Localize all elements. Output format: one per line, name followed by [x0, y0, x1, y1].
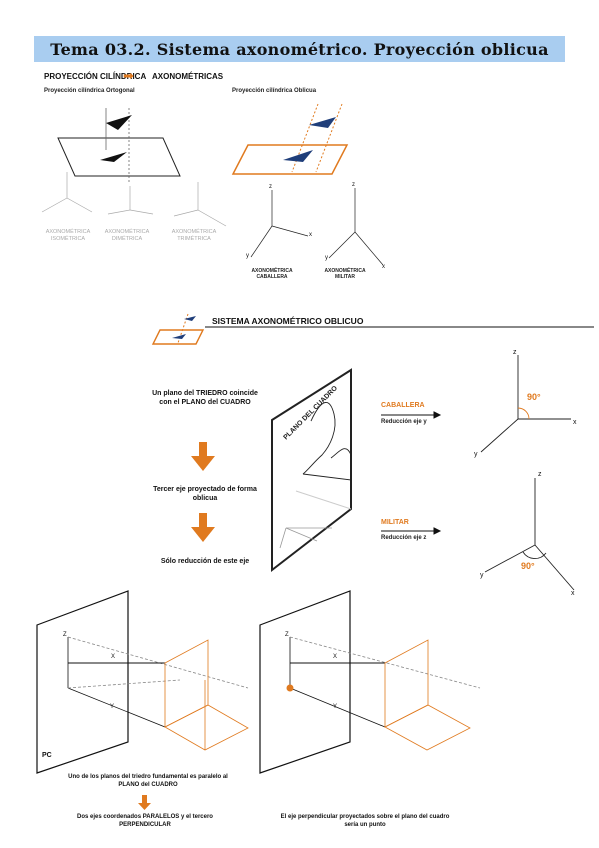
axis-label: y	[480, 572, 484, 579]
tri-label: AXONOMÉTRICA TRIMÉTRICA	[171, 229, 217, 242]
militar-axo-label: AXONOMÉTRICA MILITAR	[324, 268, 366, 280]
plano-cuadro-text: PLANO DEL CUADRO	[282, 384, 339, 441]
axis-label: x	[573, 419, 577, 426]
cilindrica-label: PROYECCIÓN CILÍNDRICA	[44, 72, 147, 81]
oblicua-plane	[231, 144, 349, 175]
ortogonal-diagram	[57, 108, 181, 182]
militar-axes-large	[484, 478, 575, 591]
axis-label: Y	[333, 704, 338, 710]
axis-label: x	[309, 232, 312, 238]
oblicua-label: Proyección cilíndrica Oblicua	[232, 88, 317, 94]
caballera-axo-label: AXONOMÉTRICA CABALLERA	[251, 268, 293, 280]
plano-cuadro-diagram	[271, 368, 352, 573]
axis-label: z	[269, 184, 272, 190]
caballera-title: CABALLERA	[381, 402, 425, 409]
step-2-text: Tercer eje proyectado de forma oblicua	[153, 486, 257, 503]
axis-label: Z	[285, 632, 289, 638]
bottom-left-diagram	[36, 590, 249, 774]
page-title: Tema 03.2. Sistema axonométrico. Proyecc…	[50, 39, 549, 59]
axis-label: Y	[110, 704, 115, 710]
angle-90-caballera: 90°	[527, 392, 541, 402]
note-1: Uno de los planos del triedro fundamenta…	[68, 774, 228, 789]
section-icon	[151, 313, 205, 345]
caballera-axes-large	[480, 355, 571, 453]
iso-axes-group	[41, 172, 227, 227]
caballera-sub: Reducción eje y	[381, 419, 427, 425]
axis-label: z	[513, 349, 517, 356]
militar-title: MILITAR	[381, 519, 409, 526]
iso-label: AXONOMÉTRICA ISOMÉTRICA	[45, 229, 91, 242]
axis-label: y	[246, 253, 249, 259]
militar-axes	[328, 188, 384, 266]
axis-label: x	[571, 590, 575, 597]
axis-label: y	[474, 451, 478, 458]
axis-label: z	[538, 471, 542, 478]
pc-label: PC	[42, 752, 52, 759]
oblicua-triangle-bottom	[283, 150, 313, 162]
axis-label: X	[333, 654, 338, 660]
militar-sub: Reducción eje z	[381, 535, 427, 541]
right-arrows	[381, 411, 442, 535]
point-marker	[286, 684, 294, 692]
section-title: SISTEMA AXONOMÉTRICO OBLICUO	[212, 316, 364, 326]
axis-label: X	[111, 654, 116, 660]
ortogonal-plane	[57, 137, 181, 177]
projected-triangle-bottom	[100, 152, 127, 162]
projected-triangle-top	[106, 115, 132, 130]
axis-label: y	[325, 255, 328, 261]
ortogonal-label: Proyección cilíndrica Ortogonal	[44, 88, 135, 94]
arrow-down-icon	[191, 442, 215, 471]
step-1-text: Un plano del TRIEDRO coincide con el PLA…	[152, 390, 258, 407]
axonometricas-label: AXONOMÉTRICAS	[152, 72, 224, 81]
step-3-text: Sólo reducción de este eje	[160, 558, 250, 565]
angle-90-militar: 90°	[521, 561, 535, 571]
oblicua-diagram	[231, 103, 384, 266]
bottom-right-diagram	[259, 590, 481, 774]
title-banner: Tema 03.2. Sistema axonométrico. Proyecc…	[34, 36, 565, 62]
oblicua-triangle-top	[309, 117, 336, 128]
arrow-right-icon: ➡	[123, 69, 134, 84]
axis-label: Z	[63, 632, 67, 638]
note-2: Dos ejes coordenados PARALELOS y el terc…	[77, 814, 213, 829]
dim-label: AXONOMÉTRICA DIMÉTRICA	[104, 229, 150, 242]
arrow-down-icon-3	[138, 795, 151, 810]
caballera-axes	[250, 190, 309, 258]
axis-label: z	[352, 182, 355, 188]
note-3: El eje perpendicular proyectados sobre e…	[280, 814, 450, 829]
arrow-down-icon-2	[191, 513, 215, 542]
axis-label: x	[382, 264, 385, 270]
